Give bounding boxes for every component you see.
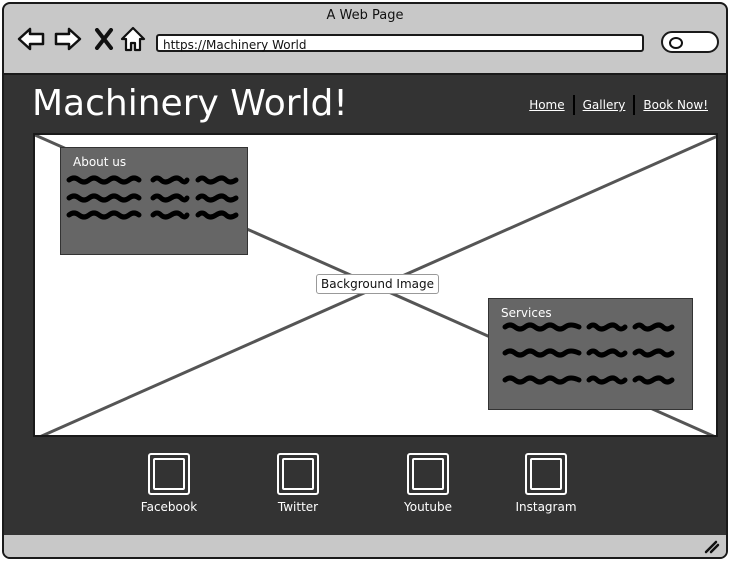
- services-heading: Services: [501, 306, 552, 320]
- about-us-heading: About us: [73, 155, 127, 169]
- nav-home-link[interactable]: Home: [529, 98, 565, 112]
- youtube-label: Youtube: [404, 500, 452, 514]
- nav-divider: [572, 95, 575, 115]
- background-image-label: Background Image: [316, 274, 439, 294]
- search-field[interactable]: [661, 31, 719, 53]
- nav-divider: [633, 95, 636, 115]
- back-arrow-icon[interactable]: [16, 24, 46, 54]
- address-bar[interactable]: https://Machinery World: [156, 34, 644, 52]
- services-scribble-text: [502, 322, 675, 385]
- twitter-icon: [277, 453, 319, 495]
- forward-arrow-icon[interactable]: [53, 24, 83, 54]
- twitter-label: Twitter: [277, 500, 319, 514]
- instagram-link[interactable]: Instagram: [511, 453, 581, 514]
- background-image-placeholder: Background Image About us: [33, 133, 718, 437]
- twitter-link[interactable]: Twitter: [263, 453, 333, 514]
- resize-grip-icon[interactable]: [704, 540, 720, 554]
- instagram-label: Instagram: [515, 500, 577, 514]
- site-navigation: Home Gallery Book Now!: [521, 95, 716, 115]
- site-title: Machinery World!: [32, 83, 348, 124]
- nav-book-now-link[interactable]: Book Now!: [643, 98, 708, 112]
- close-icon[interactable]: [89, 24, 119, 54]
- about-us-scribble-text: [66, 175, 239, 220]
- about-us-panel: About us: [60, 147, 248, 255]
- services-panel: Services: [488, 298, 693, 410]
- web-page: Machinery World! Home Gallery Book Now! …: [4, 73, 726, 537]
- instagram-icon: [525, 453, 567, 495]
- youtube-link[interactable]: Youtube: [393, 453, 463, 514]
- facebook-icon: [148, 453, 190, 495]
- search-icon: [669, 37, 683, 49]
- nav-gallery-link[interactable]: Gallery: [582, 98, 626, 112]
- home-icon[interactable]: [118, 24, 148, 54]
- status-bar: [4, 535, 726, 557]
- facebook-link[interactable]: Facebook: [134, 453, 204, 514]
- youtube-icon: [407, 453, 449, 495]
- facebook-label: Facebook: [140, 500, 198, 514]
- window-title: A Web Page: [326, 8, 404, 23]
